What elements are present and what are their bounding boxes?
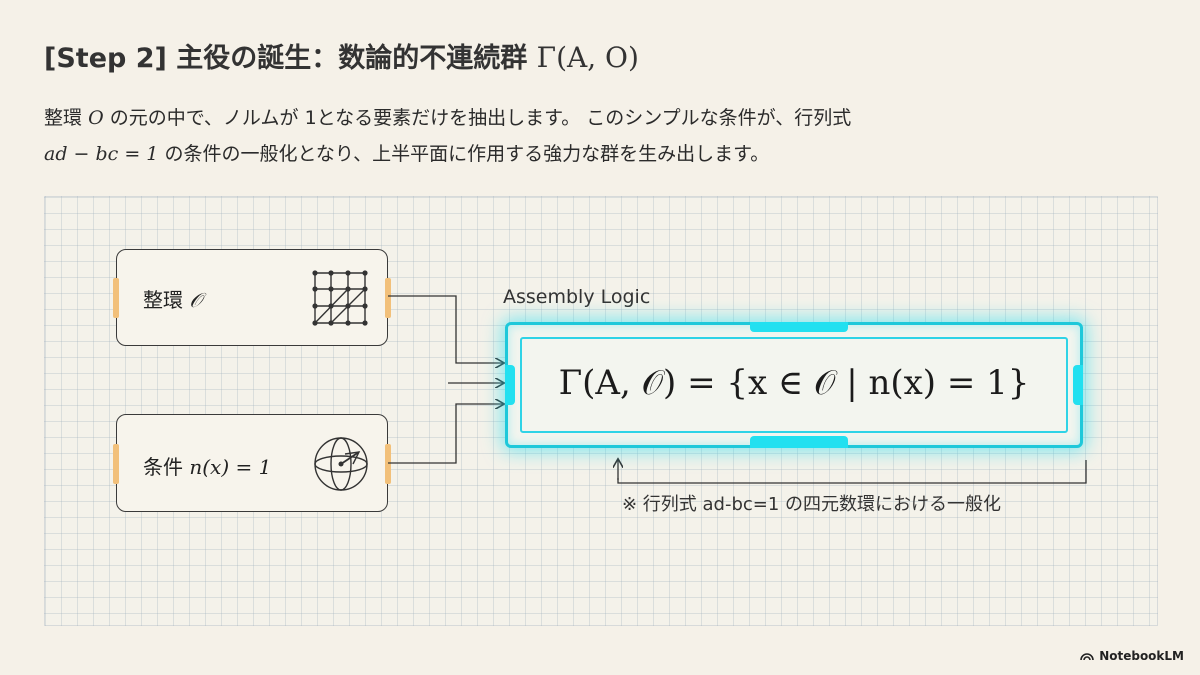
desc-text-2b: の条件の一般化となり、上半平面に作用する強力な群を生み出します。 [164, 143, 770, 165]
description-line-1: 整環 O の元の中で、ノルムが 1となる要素だけを抽出します。 このシンプルな条… [44, 100, 1164, 136]
order-box-right-tab [385, 278, 391, 318]
condition-box: 条件 n(x) = 1 [113, 414, 391, 512]
page-title: [Step 2] 主役の誕生：数論的不連続群 Γ(A, O) [44, 36, 639, 75]
formula-text: Γ(A, 𝒪) = {x ∈ 𝒪 | n(x) = 1} [558, 363, 1030, 403]
condition-box-left-tab [113, 444, 119, 484]
condition-label-math: n(x) = 1 [189, 455, 272, 479]
desc-math-o: O [88, 107, 104, 129]
order-label-math: 𝒪 [189, 288, 202, 312]
desc-text-1b: の元の中で、ノルムが 1となる要素だけを抽出します。 このシンプルな条件が、行列… [109, 107, 852, 129]
desc-math-det: ad − bc = 1 [44, 143, 159, 165]
formula-box: Γ(A, 𝒪) = {x ∈ 𝒪 | n(x) = 1} [505, 322, 1083, 448]
formula-accent-top-left [750, 322, 848, 332]
condition-label-text: 条件 [143, 455, 183, 479]
footnote: ※ 行列式 ad-bc=1 の四元数環における一般化 [622, 494, 1002, 515]
assembly-logic-label: Assembly Logic [503, 286, 651, 308]
brand-name: NotebookLM [1099, 649, 1184, 663]
formula-accent-bottom [750, 436, 848, 448]
brand: NotebookLM [1080, 649, 1184, 663]
title-text: [Step 2] 主役の誕生：数論的不連続群 [44, 43, 528, 74]
connector-condition [388, 404, 503, 464]
order-box-label: 整環 𝒪 [143, 284, 202, 313]
title-math: Γ(A, O) [536, 41, 639, 74]
order-label-text: 整環 [143, 288, 183, 312]
connector-order [388, 295, 503, 363]
sphere-icon [314, 437, 368, 491]
formula-accent-right [1073, 365, 1083, 405]
lattice-icon [312, 270, 368, 326]
condition-box-label: 条件 n(x) = 1 [143, 451, 271, 480]
description-line-2: ad − bc = 1 の条件の一般化となり、上半平面に作用する強力な群を生み出… [44, 136, 1164, 172]
order-box: 整環 𝒪 [113, 249, 391, 346]
condition-box-right-tab [385, 444, 391, 484]
desc-text-1a: 整環 [44, 107, 83, 129]
formula-inner-frame [520, 337, 1068, 433]
order-box-left-tab [113, 278, 119, 318]
footnote-bracket [617, 460, 1087, 484]
formula-accent-left [505, 365, 515, 405]
notebooklm-logo-icon [1080, 653, 1094, 661]
description: 整環 O の元の中で、ノルムが 1となる要素だけを抽出します。 このシンプルな条… [44, 100, 1164, 172]
